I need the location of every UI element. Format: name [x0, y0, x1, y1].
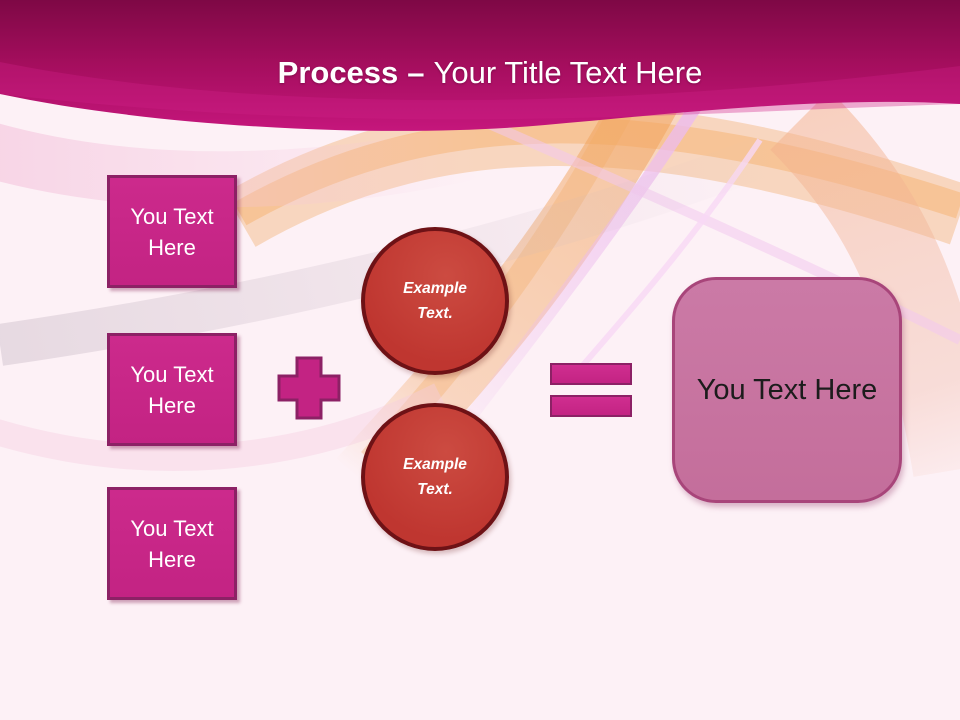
example-circle-2-label: Example Text.: [403, 456, 467, 498]
example-circle-2: Example Text.: [361, 403, 509, 551]
plus-icon: [277, 356, 341, 420]
result-box-label: You Text Here: [696, 373, 878, 406]
process-box-1-label: You Text Here: [130, 203, 214, 260]
example-circle-1: Example Text.: [361, 227, 509, 375]
equals-icon: [550, 363, 632, 417]
equals-bar-bottom: [550, 395, 632, 417]
title-dash: –: [407, 55, 425, 90]
process-box-3-label: You Text Here: [130, 515, 214, 572]
example-circle-1-label: Example Text.: [403, 280, 467, 322]
title-text: Your Title Text Here: [433, 55, 703, 90]
slide-title: Process – Your Title Text Here: [10, 54, 960, 92]
process-box-2: You Text Here: [107, 333, 237, 446]
process-box-3: You Text Here: [107, 487, 237, 600]
title-keyword: Process: [277, 55, 399, 90]
process-box-2-label: You Text Here: [130, 361, 214, 418]
process-box-1: You Text Here: [107, 175, 237, 288]
header-band: [0, 0, 960, 131]
equals-bar-top: [550, 363, 632, 385]
result-box: You Text Here: [672, 277, 902, 503]
